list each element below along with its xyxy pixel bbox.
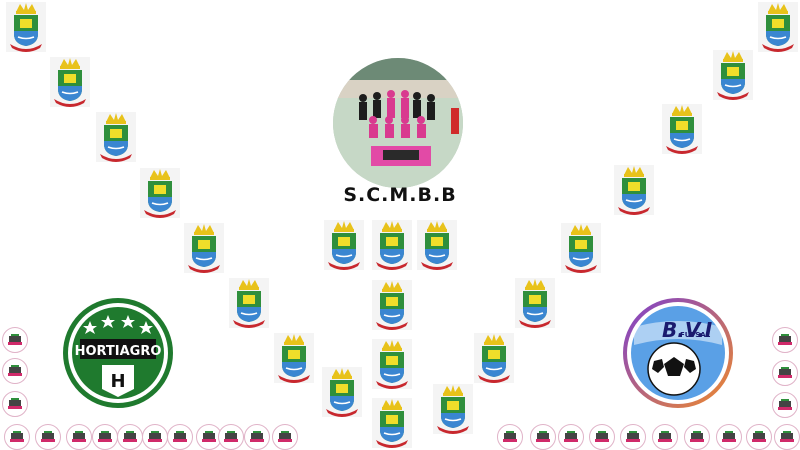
- badge-icon: [497, 424, 523, 450]
- badge-icon: [589, 424, 615, 450]
- crest-icon: [94, 110, 138, 164]
- badge-icon: [2, 358, 28, 384]
- badge-icon: [142, 424, 168, 450]
- crest-icon: [756, 0, 800, 54]
- badge-icon: [117, 424, 143, 450]
- crest-icon: [370, 218, 414, 272]
- badge-icon: [774, 424, 800, 450]
- badge-icon: [620, 424, 646, 450]
- badge-icon: [244, 424, 270, 450]
- badge-icon: [35, 424, 61, 450]
- bvi-futsal-logo[interactable]: B.V.I FUTSAL: [622, 297, 734, 409]
- badge-icon: [4, 424, 30, 450]
- badge-icon: [772, 392, 798, 418]
- crest-icon: [431, 382, 475, 436]
- badge-icon: [218, 424, 244, 450]
- badge-icon: [684, 424, 710, 450]
- hortiagro-text: HORTIAGRO: [75, 344, 162, 359]
- crest-icon: [612, 163, 656, 217]
- crest-icon: [370, 278, 414, 332]
- bvi-text: B.V.I: [662, 318, 713, 342]
- badge-icon: [66, 424, 92, 450]
- crest-icon: [272, 331, 316, 385]
- crest-icon: [182, 221, 226, 275]
- badge-icon: [530, 424, 556, 450]
- crest-icon: [711, 48, 755, 102]
- crest-icon: [472, 331, 516, 385]
- crest-icon: [138, 166, 182, 220]
- crest-icon: [227, 276, 271, 330]
- crest-icon: [322, 218, 366, 272]
- crest-icon: [48, 55, 92, 109]
- team-name-label: S.C.M.B.B: [343, 184, 457, 206]
- crest-icon: [415, 218, 459, 272]
- badge-icon: [772, 327, 798, 353]
- badge-icon: [2, 327, 28, 353]
- crest-icon: [370, 337, 414, 391]
- badge-icon: [558, 424, 584, 450]
- crest-icon: [559, 221, 603, 275]
- hortiagro-logo[interactable]: HORTIAGRO H: [62, 297, 174, 409]
- badge-icon: [92, 424, 118, 450]
- futsal-text: FUTSAL: [680, 331, 711, 339]
- badge-icon: [772, 360, 798, 386]
- crest-icon: [320, 365, 364, 419]
- badge-icon: [2, 391, 28, 417]
- badge-icon: [167, 424, 193, 450]
- badge-icon: [746, 424, 772, 450]
- crest-icon: [4, 0, 48, 54]
- crest-icon: [660, 102, 704, 156]
- team-photo[interactable]: [333, 58, 463, 188]
- crest-icon: [370, 396, 414, 450]
- hortiagro-letter: H: [110, 371, 125, 392]
- badge-icon: [652, 424, 678, 450]
- crest-icon: [513, 276, 557, 330]
- badge-icon: [716, 424, 742, 450]
- badge-icon: [272, 424, 298, 450]
